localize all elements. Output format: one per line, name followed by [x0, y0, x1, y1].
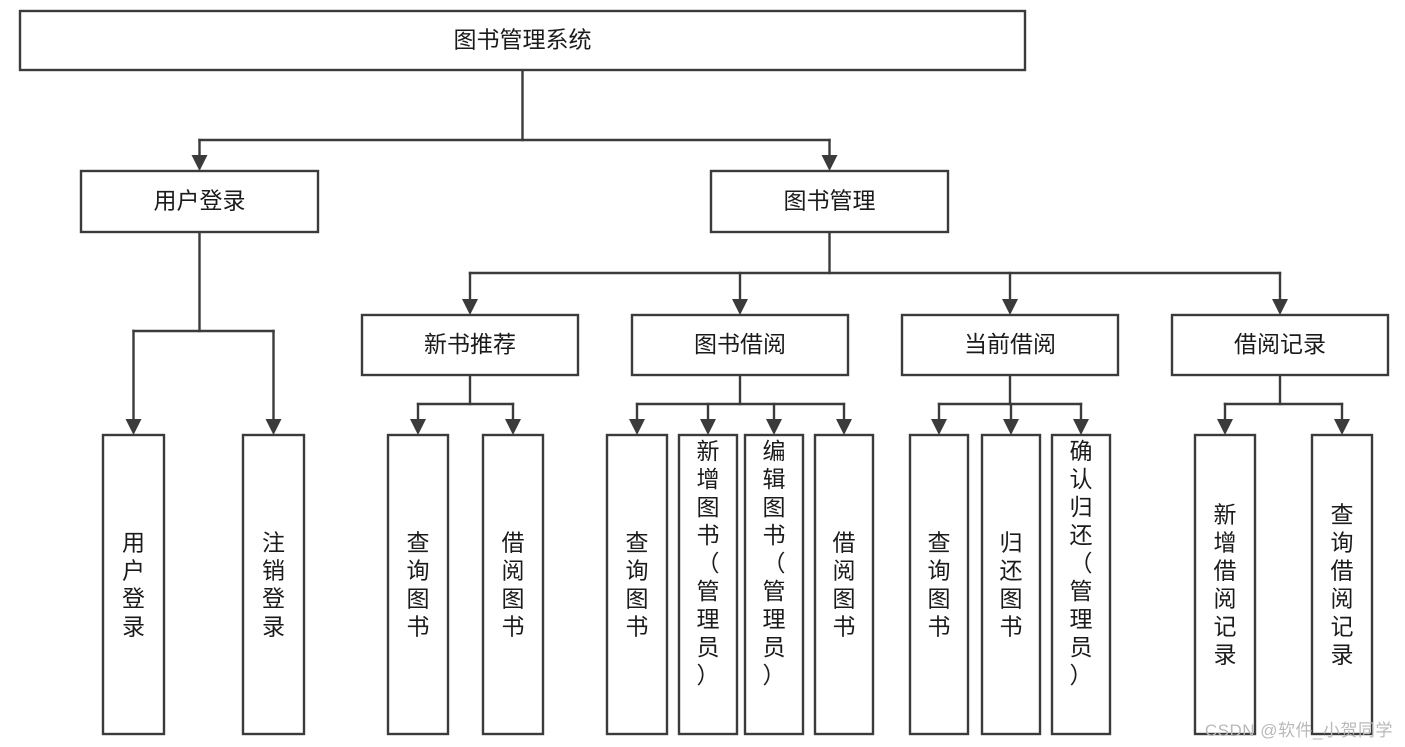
node-borrow-record[interactable]: 借阅记录 [1170, 313, 1390, 377]
node-label-current-borrow: 当前借阅 [964, 331, 1056, 357]
node-box-new-book-recommend [360, 313, 580, 377]
arrow-head-book-borrow [732, 299, 748, 315]
node-leaf-user-login[interactable]: 用户登录 [101, 433, 166, 736]
node-box-book-manage [709, 169, 950, 234]
nodes-layer: 图书管理系统用户登录图书管理新书推荐图书借阅当前借阅借阅记录用户登录注销登录查询… [18, 9, 1390, 736]
arrow-head-leaf-query-book-rec [410, 419, 426, 435]
arrow-head-leaf-add-book [700, 419, 716, 435]
node-box-leaf-confirm-return [1050, 433, 1112, 736]
arrow-head-user-login [191, 155, 208, 171]
node-label-leaf-edit-book: 编辑图书（管理员） [763, 438, 786, 688]
node-box-leaf-logout [241, 433, 306, 736]
arrow-head-borrow-record [1272, 299, 1288, 315]
node-leaf-query-record[interactable]: 查询借阅记录 [1310, 433, 1374, 736]
node-box-leaf-add-book [677, 433, 739, 736]
node-label-leaf-add-record: 新增借阅记录 [1214, 502, 1237, 668]
node-box-user-login [79, 169, 320, 234]
node-label-leaf-return-book: 归还图书 [1000, 530, 1023, 640]
node-label-root: 图书管理系统 [454, 27, 592, 53]
node-box-leaf-user-login [101, 433, 166, 736]
node-label-leaf-add-book: 新增图书（管理员） [697, 438, 720, 688]
node-box-leaf-query-book-rec [386, 433, 450, 736]
arrow-head-leaf-borrow-book-rec [505, 419, 521, 435]
node-leaf-return-book[interactable]: 归还图书 [980, 433, 1042, 736]
node-box-current-borrow [900, 313, 1120, 377]
node-label-user-login: 用户登录 [154, 188, 246, 214]
node-root[interactable]: 图书管理系统 [18, 9, 1027, 72]
node-leaf-logout[interactable]: 注销登录 [241, 433, 306, 736]
arrow-head-leaf-add-record [1217, 419, 1233, 435]
arrow-head-leaf-logout [265, 419, 282, 435]
node-box-leaf-borrow-book-rec [481, 433, 545, 736]
node-leaf-query-book-rec[interactable]: 查询图书 [386, 433, 450, 736]
arrow-head-new-book-recommend [462, 299, 478, 315]
node-label-borrow-record: 借阅记录 [1234, 331, 1326, 357]
node-label-leaf-confirm-return: 确认归还（管理员） [1070, 438, 1093, 688]
node-user-login[interactable]: 用户登录 [79, 169, 320, 234]
node-current-borrow[interactable]: 当前借阅 [900, 313, 1120, 377]
node-label-book-manage: 图书管理 [784, 188, 876, 214]
node-leaf-query-book-borrow[interactable]: 查询图书 [605, 433, 669, 736]
node-box-leaf-add-record [1193, 433, 1257, 736]
arrow-head-leaf-confirm-return [1073, 419, 1089, 435]
node-label-book-borrow: 图书借阅 [694, 331, 786, 357]
node-label-new-book-recommend: 新书推荐 [424, 331, 516, 357]
node-leaf-add-record[interactable]: 新增借阅记录 [1193, 433, 1257, 736]
node-label-leaf-borrow-book: 借阅图书 [833, 530, 856, 640]
node-leaf-edit-book[interactable]: 编辑图书（管理员） [743, 433, 805, 736]
node-leaf-add-book[interactable]: 新增图书（管理员） [677, 433, 739, 736]
node-box-leaf-edit-book [743, 433, 805, 736]
node-label-leaf-query-book-current: 查询图书 [928, 530, 951, 640]
node-leaf-confirm-return[interactable]: 确认归还（管理员） [1050, 433, 1112, 736]
arrow-head-leaf-user-login [125, 419, 142, 435]
node-box-leaf-query-book-current [908, 433, 970, 736]
node-box-leaf-query-book-borrow [605, 433, 669, 736]
node-label-leaf-borrow-book-rec: 借阅图书 [502, 530, 525, 640]
node-leaf-borrow-book[interactable]: 借阅图书 [813, 433, 875, 736]
node-box-borrow-record [1170, 313, 1390, 377]
arrow-head-leaf-borrow-book [836, 419, 852, 435]
node-leaf-borrow-book-rec[interactable]: 借阅图书 [481, 433, 545, 736]
arrow-head-current-borrow [1002, 299, 1018, 315]
arrow-head-leaf-query-book-current [931, 419, 947, 435]
node-new-book-recommend[interactable]: 新书推荐 [360, 313, 580, 377]
node-leaf-query-book-current[interactable]: 查询图书 [908, 433, 970, 736]
node-book-manage[interactable]: 图书管理 [709, 169, 950, 234]
node-label-leaf-query-book-borrow: 查询图书 [626, 530, 649, 640]
arrow-head-book-manage [821, 155, 838, 171]
node-label-leaf-logout: 注销登录 [262, 530, 285, 640]
arrow-head-leaf-edit-book [766, 419, 782, 435]
node-label-leaf-user-login: 用户登录 [122, 530, 145, 640]
node-box-leaf-borrow-book [813, 433, 875, 736]
arrow-head-leaf-query-book-borrow [629, 419, 645, 435]
node-box-root [18, 9, 1027, 72]
connectors-layer [125, 68, 1350, 435]
node-label-leaf-query-record: 查询借阅记录 [1331, 502, 1354, 668]
arrow-head-leaf-return-book [1003, 419, 1019, 435]
node-box-leaf-return-book [980, 433, 1042, 736]
node-label-leaf-query-book-rec: 查询图书 [407, 530, 430, 640]
arrow-head-leaf-query-record [1334, 419, 1350, 435]
node-book-borrow[interactable]: 图书借阅 [630, 313, 850, 377]
node-box-leaf-query-record [1310, 433, 1374, 736]
node-box-book-borrow [630, 313, 850, 377]
